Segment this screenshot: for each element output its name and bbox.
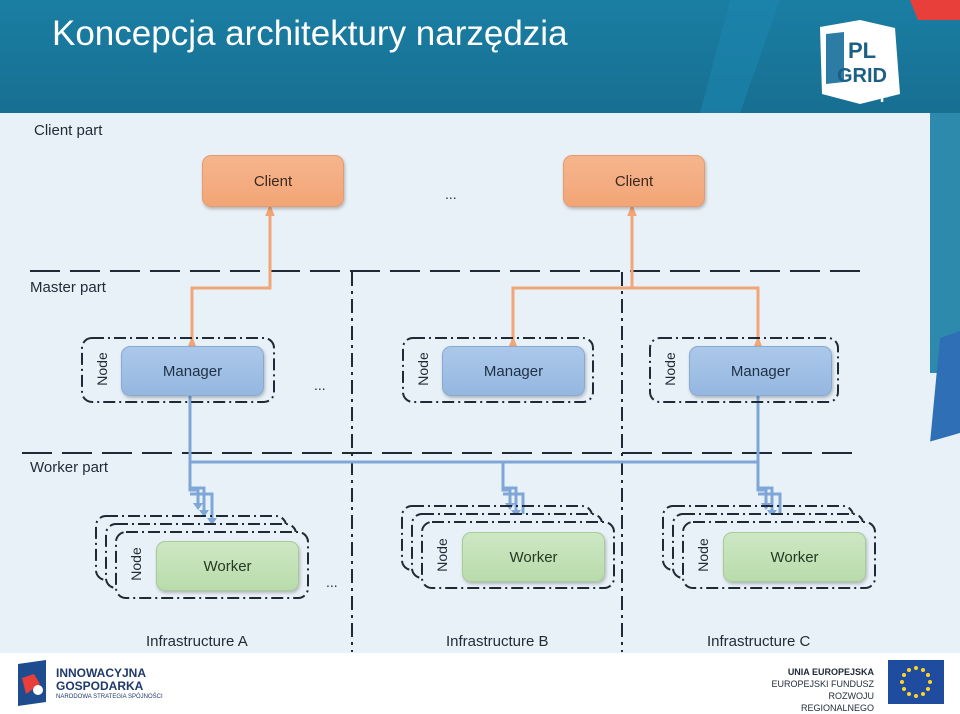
footer-left-line1: INNOWACYJNA (56, 666, 147, 680)
logo-grid: GRID (837, 65, 887, 87)
logo-pl: PL (848, 38, 876, 63)
node-label-worker-a: Node (128, 547, 144, 581)
footer-right-line2: EUROPEJSKI FUNDUSZ (771, 679, 874, 689)
footer-right-line1: UNIA EUROPEJSKA (787, 667, 874, 677)
node-outline-manager-b (402, 337, 594, 403)
client-box-1: Client (202, 155, 344, 207)
client-box-2: Client (563, 155, 705, 207)
node-label-manager-c: Node (662, 352, 678, 386)
side-decoration (920, 113, 960, 653)
worker-box-a: Worker (156, 541, 299, 591)
footer-right-line3: ROZWOJU REGIONALNEGO (800, 691, 874, 713)
link-manager-a-client (190, 204, 275, 345)
manager-box-c: Manager (689, 346, 832, 396)
manager-ellipsis: ... (314, 377, 326, 393)
slide-title: Koncepcja architektury narzędzia (52, 14, 568, 53)
plgrid-logo: PL GRID + (820, 20, 900, 109)
worker-part-label: Worker part (30, 459, 109, 476)
eu-flag-icon (888, 660, 944, 704)
node-label-manager-a: Node (94, 352, 110, 386)
logo-plus: + (876, 84, 889, 109)
client-ellipsis: ... (445, 186, 457, 202)
link-managers-b-c (511, 286, 760, 345)
client-part-label: Client part (34, 122, 103, 139)
node-label-worker-c: Node (695, 538, 711, 572)
footer-left-line2: GOSPODARKA (56, 679, 144, 693)
footer (0, 653, 960, 711)
infrastructure-c-label: Infrastructure C (707, 633, 811, 650)
eu-text-logo: UNIA EUROPEJSKA EUROPEJSKI FUNDUSZ ROZWO… (770, 666, 874, 714)
innowacyjna-gospodarka-emblem (18, 660, 46, 706)
manager-box-a: Manager (121, 346, 264, 396)
infrastructure-a-label: Infrastructure A (146, 633, 248, 650)
node-outline-manager-c (649, 337, 839, 403)
worker-box-b: Worker (462, 532, 605, 582)
title-decoration (700, 0, 960, 113)
node-label-worker-b: Node (434, 538, 450, 572)
master-part-label: Master part (30, 279, 106, 296)
manager-box-b: Manager (442, 346, 585, 396)
node-label-manager-b: Node (415, 352, 431, 386)
infrastructure-b-label: Infrastructure B (446, 633, 549, 650)
innowacyjna-gospodarka-logo: INNOWACYJNA GOSPODARKA NARODOWA STRATEGI… (56, 667, 163, 701)
title-bar (0, 0, 960, 113)
worker-box-c: Worker (723, 532, 866, 582)
footer-left-line3: NARODOWA STRATEGIA SPÓJNOŚCI (56, 694, 163, 700)
node-outline-manager-a (81, 337, 275, 403)
worker-ellipsis: ... (326, 574, 338, 590)
